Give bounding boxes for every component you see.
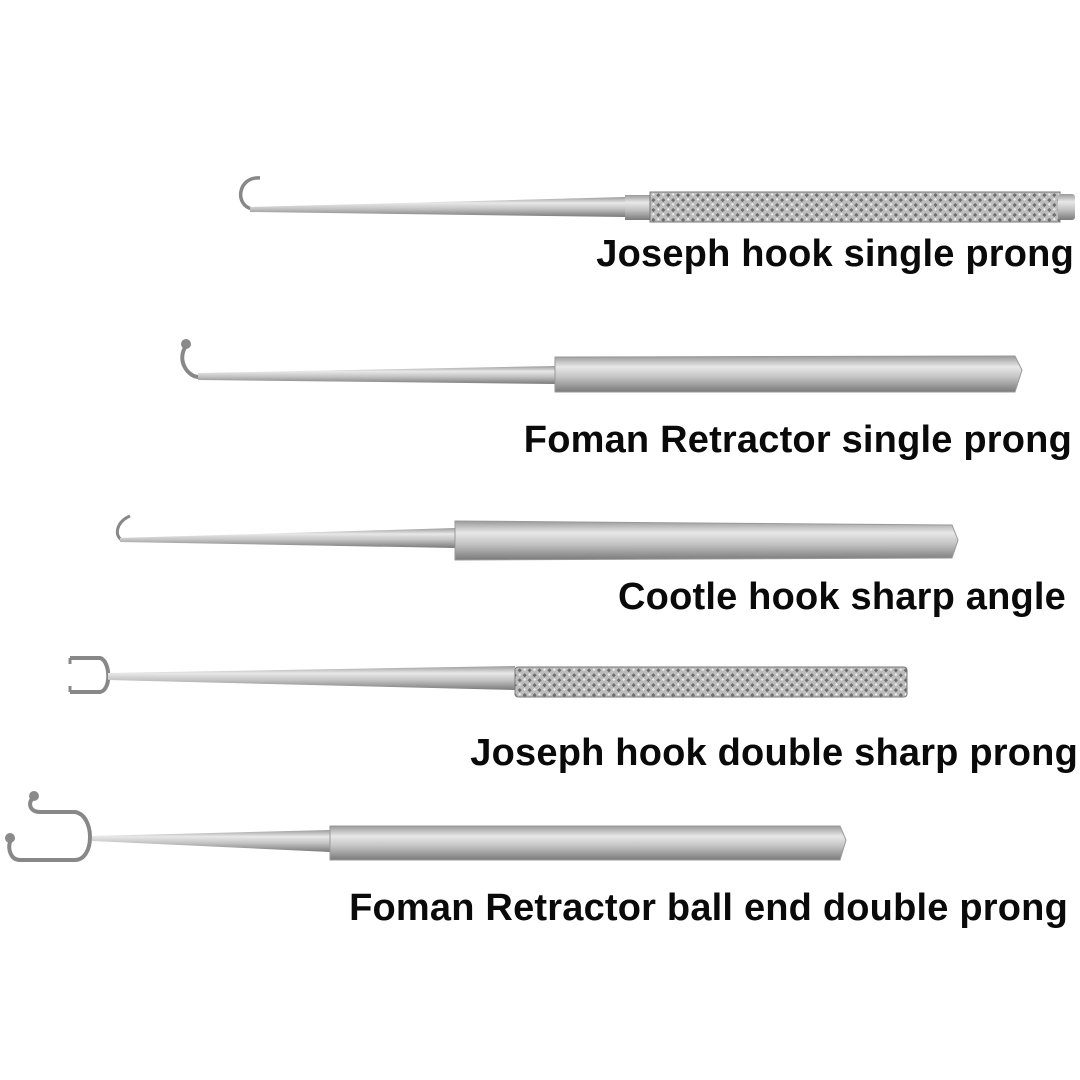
- instrument-label: Foman Retractor single prong: [523, 419, 1072, 461]
- cootle-hook-sharp-angle-instrument: [115, 514, 959, 561]
- instrument-label: Joseph hook single prong: [596, 233, 1074, 275]
- instrument-label: Joseph hook double sharp prong: [470, 732, 1078, 774]
- joseph-hook-double-sharp-prong-instrument: [68, 656, 908, 698]
- instrument-label: Cootle hook sharp angle: [618, 576, 1066, 618]
- instrument-label: Foman Retractor ball end double prong: [349, 887, 1068, 929]
- foman-retractor-single-prong-instrument: [180, 339, 1023, 393]
- foman-retractor-double-prong-instrument: [5, 791, 847, 862]
- joseph-hook-single-prong-instrument: [238, 176, 1075, 223]
